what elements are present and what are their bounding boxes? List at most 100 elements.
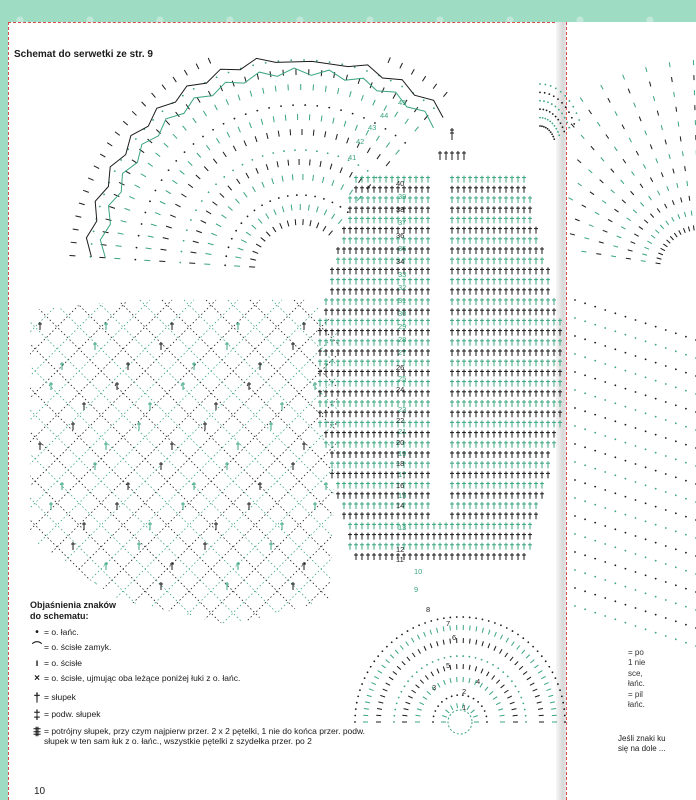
chain-dot bbox=[192, 87, 195, 90]
chain-dot bbox=[256, 109, 259, 112]
chain-dot bbox=[644, 556, 647, 559]
chain-dot bbox=[134, 258, 137, 261]
chain-dot bbox=[634, 427, 637, 429]
chain-dot bbox=[624, 369, 627, 372]
chain-dot bbox=[443, 656, 446, 659]
chain-dot bbox=[594, 359, 597, 362]
chain-dot bbox=[548, 665, 551, 668]
stitch-mark bbox=[214, 104, 218, 111]
chain-dot bbox=[551, 113, 554, 115]
stitch-mark bbox=[372, 99, 376, 106]
chain-dot bbox=[594, 503, 597, 506]
chain-dot bbox=[624, 531, 627, 534]
stitch-mark bbox=[235, 256, 242, 259]
chain-dot bbox=[584, 464, 586, 467]
chain-dot bbox=[644, 574, 647, 577]
stitch-mark bbox=[75, 215, 82, 218]
stitch-mark bbox=[692, 225, 695, 231]
stitch-mark bbox=[192, 117, 197, 124]
stitch-mark bbox=[331, 213, 336, 220]
chain-dot bbox=[574, 587, 576, 589]
stitch-mark bbox=[172, 133, 178, 139]
stitch-mark bbox=[250, 258, 257, 261]
stitch-mark bbox=[212, 158, 218, 164]
legend-item-treble: ‡= podw. słupek bbox=[30, 708, 370, 721]
chain-dot bbox=[634, 571, 637, 573]
fan-section bbox=[69, 57, 448, 268]
row-number-label: 45 bbox=[398, 98, 406, 107]
chain-dot bbox=[674, 494, 677, 497]
chain-dot bbox=[540, 655, 543, 658]
lattice-line bbox=[117, 299, 340, 625]
chain-dot bbox=[272, 152, 275, 154]
chain-dot bbox=[654, 559, 657, 562]
stitch-mark bbox=[281, 175, 284, 182]
stitch-mark bbox=[431, 686, 436, 692]
stitch-mark bbox=[588, 109, 592, 115]
chain-dot bbox=[292, 104, 294, 107]
stitch-mark bbox=[422, 75, 427, 82]
stitch-mark bbox=[504, 689, 509, 694]
stitch-mark bbox=[660, 124, 663, 131]
row-number-label: 1 bbox=[462, 703, 466, 712]
chain-dot bbox=[664, 581, 667, 583]
stitch-mark bbox=[226, 131, 231, 138]
lattice-line bbox=[0, 300, 18, 640]
chain-dot bbox=[462, 616, 465, 618]
stitch-mark bbox=[248, 122, 252, 129]
chain-dot bbox=[594, 377, 597, 380]
stitch-mark bbox=[620, 179, 625, 185]
chain-dot bbox=[561, 112, 563, 115]
chain-dot bbox=[497, 667, 500, 670]
right-page-legend: = po 1 nie sce, łańc. = pil łańc. bbox=[628, 648, 696, 710]
stitch-mark bbox=[251, 224, 257, 230]
chain-dot bbox=[544, 117, 547, 120]
stitch-mark bbox=[237, 126, 241, 133]
stitch-mark bbox=[160, 248, 167, 251]
chain-dot bbox=[584, 572, 586, 575]
stitch-mark bbox=[534, 694, 540, 698]
stitch-mark bbox=[638, 116, 642, 122]
chain-dot bbox=[361, 683, 363, 685]
center-column bbox=[318, 128, 562, 560]
stitch-mark bbox=[549, 701, 555, 704]
lattice-line bbox=[30, 299, 327, 625]
chain-dot bbox=[584, 590, 586, 593]
chain-dot bbox=[437, 658, 440, 661]
chain-dot bbox=[566, 121, 569, 124]
chain-dot bbox=[430, 620, 433, 622]
chain-dot bbox=[604, 579, 607, 581]
stitch-mark bbox=[407, 695, 413, 699]
chain-dot bbox=[624, 477, 627, 480]
chain-dot bbox=[395, 637, 398, 640]
lattice-line bbox=[205, 299, 340, 625]
stitch-mark bbox=[383, 105, 388, 111]
lattice-line bbox=[30, 299, 283, 625]
stitch-mark bbox=[175, 111, 180, 118]
chain-dot bbox=[594, 395, 597, 398]
chain-dot bbox=[545, 109, 548, 112]
stitch-mark bbox=[480, 668, 484, 674]
stitch-mark bbox=[600, 157, 605, 162]
stitch-mark bbox=[493, 645, 497, 651]
stitch-mark bbox=[117, 232, 124, 235]
stitch-mark bbox=[678, 230, 682, 235]
stitch-mark bbox=[93, 165, 100, 169]
stitch-mark bbox=[399, 62, 403, 69]
stitch-mark bbox=[265, 213, 270, 219]
stitch-mark bbox=[161, 84, 167, 90]
chain-dot bbox=[664, 329, 667, 331]
chain-dot bbox=[103, 193, 105, 196]
chain-dot bbox=[674, 602, 677, 605]
chain-dot bbox=[574, 551, 576, 553]
chain-dot bbox=[624, 423, 627, 426]
stitch-mark bbox=[655, 229, 660, 234]
chain-dot bbox=[634, 391, 637, 393]
legend-title-line-2: do schematu: bbox=[30, 611, 89, 622]
chain-dot bbox=[305, 149, 307, 152]
chain-dot bbox=[135, 246, 138, 249]
lattice-line bbox=[30, 299, 305, 625]
chain-dot bbox=[505, 627, 508, 629]
chain-dot bbox=[510, 680, 513, 683]
stitch-mark bbox=[664, 139, 667, 145]
